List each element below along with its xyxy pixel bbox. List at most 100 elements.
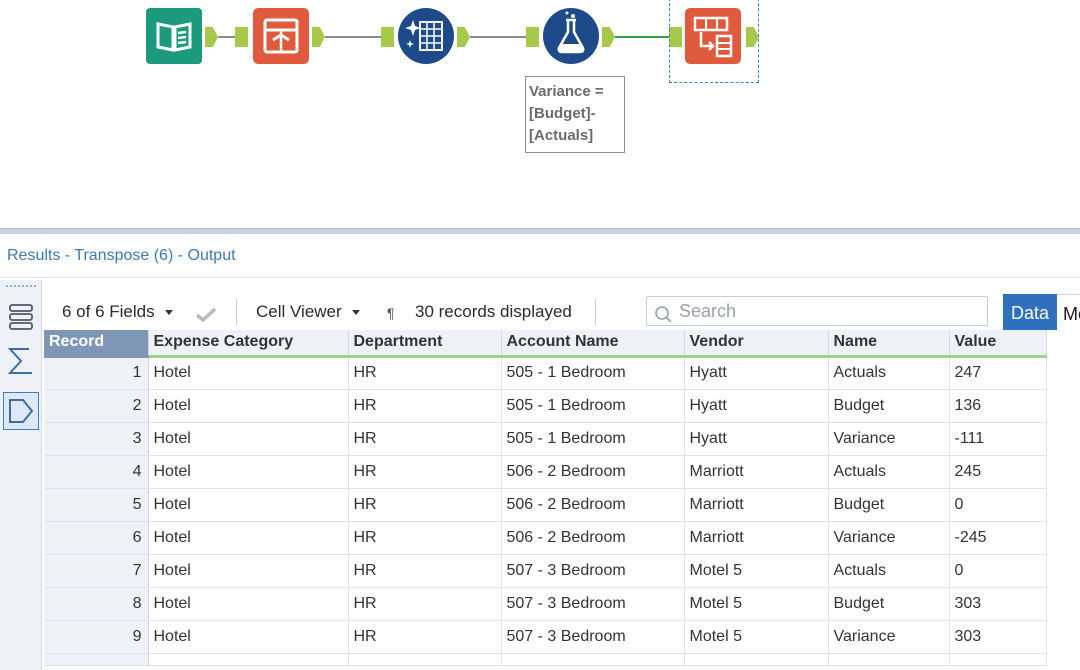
output-anchor[interactable] [457,27,470,47]
table-row[interactable]: 3 Hotel HR 505 - 1 Bedroom Hyatt Varianc… [44,422,1047,456]
cell-account-name[interactable]: 507 - 3 Bedroom [501,587,685,621]
cell-name[interactable]: Budget [828,488,950,522]
cell-value[interactable]: 247 [949,356,1047,390]
output-anchor[interactable] [602,27,615,47]
cell-vendor[interactable]: Marriott [684,521,829,555]
table-row[interactable]: 2 Hotel HR 505 - 1 Bedroom Hyatt Budget … [44,389,1047,423]
cell-name[interactable]: Variance [828,422,950,456]
cell-vendor[interactable]: Marriott [684,488,829,522]
table-row[interactable]: 1 Hotel HR 505 - 1 Bedroom Hyatt Actuals… [44,356,1047,390]
cell-name[interactable]: Variance [828,620,950,654]
cell-value[interactable]: 245 [949,455,1047,489]
list-view-button[interactable] [3,298,39,336]
output-anchor[interactable] [312,27,325,47]
cell-department[interactable]: HR [348,587,502,621]
table-row[interactable]: 8 Hotel HR 507 - 3 Bedroom Motel 5 Budge… [44,587,1047,621]
cell-expense-category[interactable]: Hotel [148,455,349,489]
column-header-department[interactable]: Department [348,330,502,358]
cell-department[interactable]: HR [348,554,502,588]
cell-expense-category[interactable]: Hotel [148,521,349,555]
cell-viewer-dropdown[interactable]: Cell Viewer [256,302,360,322]
cell-name[interactable]: Actuals [828,356,950,390]
cell-vendor[interactable]: Motel 5 [684,620,829,654]
cell-vendor[interactable]: Hyatt [684,389,829,423]
formula-tool[interactable] [543,8,599,64]
column-header-record[interactable]: Record [44,330,149,358]
summary-view-button[interactable] [3,342,39,380]
cell-expense-category[interactable]: Hotel [148,554,349,588]
cell-value[interactable]: -111 [949,422,1047,456]
cell-expense-category[interactable]: Hotel [148,587,349,621]
column-header-account-name[interactable]: Account Name [501,330,685,358]
column-header-vendor[interactable]: Vendor [684,330,829,358]
input-anchor[interactable] [526,27,539,47]
cell-account-name[interactable]: 505 - 1 Bedroom [501,422,685,456]
output-view-button[interactable] [3,392,39,430]
cell-vendor[interactable]: Hyatt [684,422,829,456]
cell-vendor[interactable]: Motel 5 [684,587,829,621]
table-row[interactable]: 5 Hotel HR 506 - 2 Bedroom Marriott Budg… [44,488,1047,522]
input-data-tool[interactable] [146,8,202,64]
cell-vendor[interactable]: Motel 5 [684,554,829,588]
cell-value[interactable]: 136 [949,389,1047,423]
cell-account-name[interactable]: 506 - 2 Bedroom [501,455,685,489]
cell-name[interactable]: Budget [828,389,950,423]
cell-expense-category[interactable]: Hotel [148,422,349,456]
drag-handle[interactable] [6,285,36,289]
table-row[interactable]: 7 Hotel HR 507 - 3 Bedroom Motel 5 Actua… [44,554,1047,588]
panel-splitter[interactable] [0,228,1080,234]
table-row[interactable]: 9 Hotel HR 507 - 3 Bedroom Motel 5 Varia… [44,620,1047,654]
cell-department[interactable]: HR [348,620,502,654]
output-anchor[interactable] [746,27,759,47]
workflow-canvas[interactable]: Variance = [Budget]- [Actuals] [0,0,1080,228]
output-tag-icon [9,399,34,423]
cell-account-name[interactable]: 506 - 2 Bedroom [501,521,685,555]
cell-department[interactable]: HR [348,521,502,555]
tab-data[interactable]: Data [1003,294,1057,330]
search-input[interactable] [679,299,979,323]
column-header-name[interactable]: Name [828,330,950,358]
dynamic-rename-tool[interactable] [253,8,309,64]
cell-expense-category[interactable]: Hotel [148,356,349,390]
cell-account-name[interactable]: 506 - 2 Bedroom [501,488,685,522]
cell-name[interactable]: Actuals [828,455,950,489]
input-anchor[interactable] [235,27,248,47]
cell-department[interactable]: HR [348,455,502,489]
cell-value[interactable]: 303 [949,587,1047,621]
cell-department[interactable]: HR [348,422,502,456]
output-anchor[interactable] [205,27,218,47]
cell-department[interactable]: HR [348,389,502,423]
apply-checkmark-icon[interactable] [195,306,217,322]
input-anchor[interactable] [669,27,682,47]
cell-name[interactable]: Budget [828,587,950,621]
cell-value[interactable]: 0 [949,488,1047,522]
cell-value[interactable]: 303 [949,620,1047,654]
fields-dropdown[interactable]: 6 of 6 Fields [62,302,173,322]
pilcrow-icon[interactable]: ¶ [387,305,395,321]
cell-expense-category[interactable]: Hotel [148,389,349,423]
cell-account-name[interactable]: 507 - 3 Bedroom [501,554,685,588]
column-header-value[interactable]: Value [949,330,1047,358]
input-anchor[interactable] [381,27,394,47]
cell-name[interactable]: Actuals [828,554,950,588]
results-grid[interactable]: Record Expense Category Department Accou… [44,330,1080,670]
search-box[interactable] [646,296,988,326]
transpose-tool[interactable] [685,8,741,64]
cell-expense-category[interactable]: Hotel [148,620,349,654]
cell-vendor[interactable]: Hyatt [684,356,829,390]
tab-metadata[interactable]: Metadata [1057,294,1080,330]
cell-vendor[interactable]: Marriott [684,455,829,489]
cell-expense-category[interactable]: Hotel [148,488,349,522]
cell-value[interactable]: 0 [949,554,1047,588]
cell-department[interactable]: HR [348,356,502,390]
cell-account-name[interactable]: 505 - 1 Bedroom [501,356,685,390]
cell-department[interactable]: HR [348,488,502,522]
cell-name[interactable]: Variance [828,521,950,555]
table-row[interactable]: 4 Hotel HR 506 - 2 Bedroom Marriott Actu… [44,455,1047,489]
cell-account-name[interactable]: 507 - 3 Bedroom [501,620,685,654]
cell-account-name[interactable]: 505 - 1 Bedroom [501,389,685,423]
cell-value[interactable]: -245 [949,521,1047,555]
column-header-expense-category[interactable]: Expense Category [148,330,349,358]
table-row[interactable]: 6 Hotel HR 506 - 2 Bedroom Marriott Vari… [44,521,1047,555]
multi-field-formula-tool[interactable] [398,8,454,64]
